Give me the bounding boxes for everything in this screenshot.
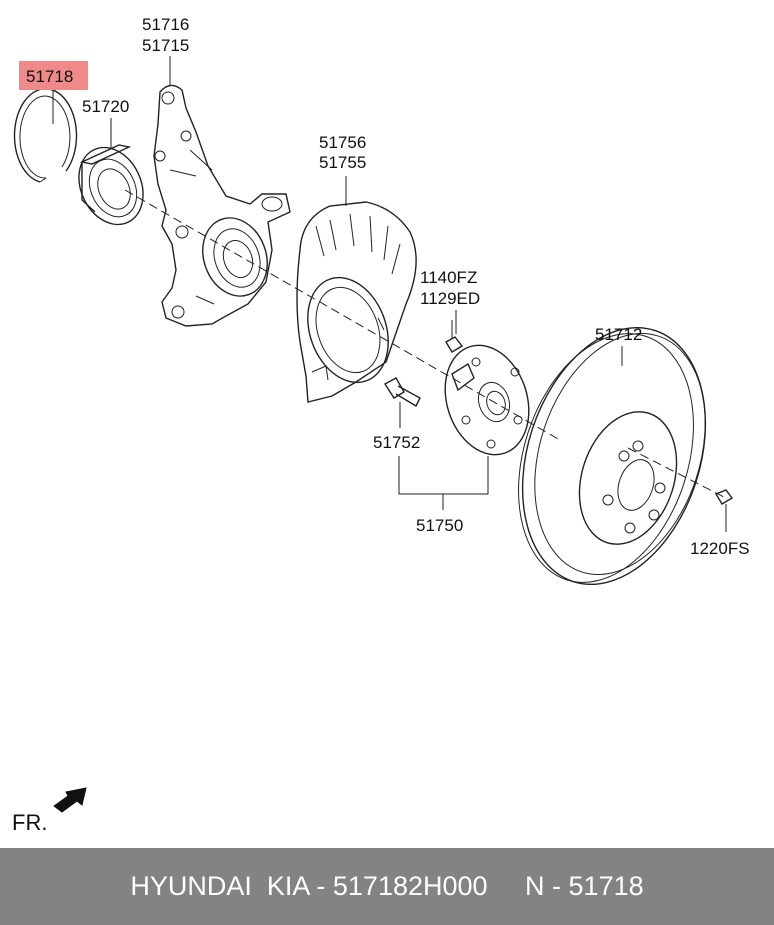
dust-cover-drawing — [296, 201, 417, 403]
label-disc: 51712 — [595, 325, 642, 344]
brake-disc-drawing — [518, 326, 707, 586]
front-marker-label: FR. — [12, 810, 47, 835]
label-knuckle-b: 51715 — [142, 36, 189, 55]
screw-axis — [627, 447, 725, 498]
footer-banner: HYUNDAI KIA - 517182H000 N - 51718 — [0, 848, 774, 925]
parts-diagram: 51718 51720 51716 51715 51756 51755 — [12, 15, 750, 835]
disc-screw-drawing — [714, 489, 734, 505]
front-arrow-icon — [53, 787, 87, 813]
snap-ring-drawing — [13, 88, 78, 183]
label-hub-assembly: 51750 — [416, 516, 463, 535]
snap-ring-highlight — [19, 61, 88, 90]
hub-bolt-drawing — [384, 377, 421, 407]
wheel-bearing-drawing — [78, 144, 144, 226]
label-snap-ring: 51718 — [26, 67, 73, 86]
label-hub-bolt: 51752 — [373, 433, 420, 452]
label-dust-cover-b: 51755 — [319, 153, 366, 172]
label-knuckle-a: 51716 — [142, 15, 189, 34]
label-dust-cover-a: 51756 — [319, 133, 366, 152]
assembly-axis — [124, 189, 561, 441]
label-bearing: 51720 — [82, 97, 129, 116]
label-bolt-a: 1140FZ — [420, 268, 477, 287]
hub-assembly-bracket — [398, 456, 489, 510]
label-screw: 1220FS — [690, 539, 750, 558]
steering-knuckle-drawing — [153, 84, 291, 327]
mounting-bolt-drawing — [445, 320, 464, 353]
label-bolt-b: 1129ED — [420, 289, 480, 308]
wheel-hub-drawing — [444, 344, 530, 456]
